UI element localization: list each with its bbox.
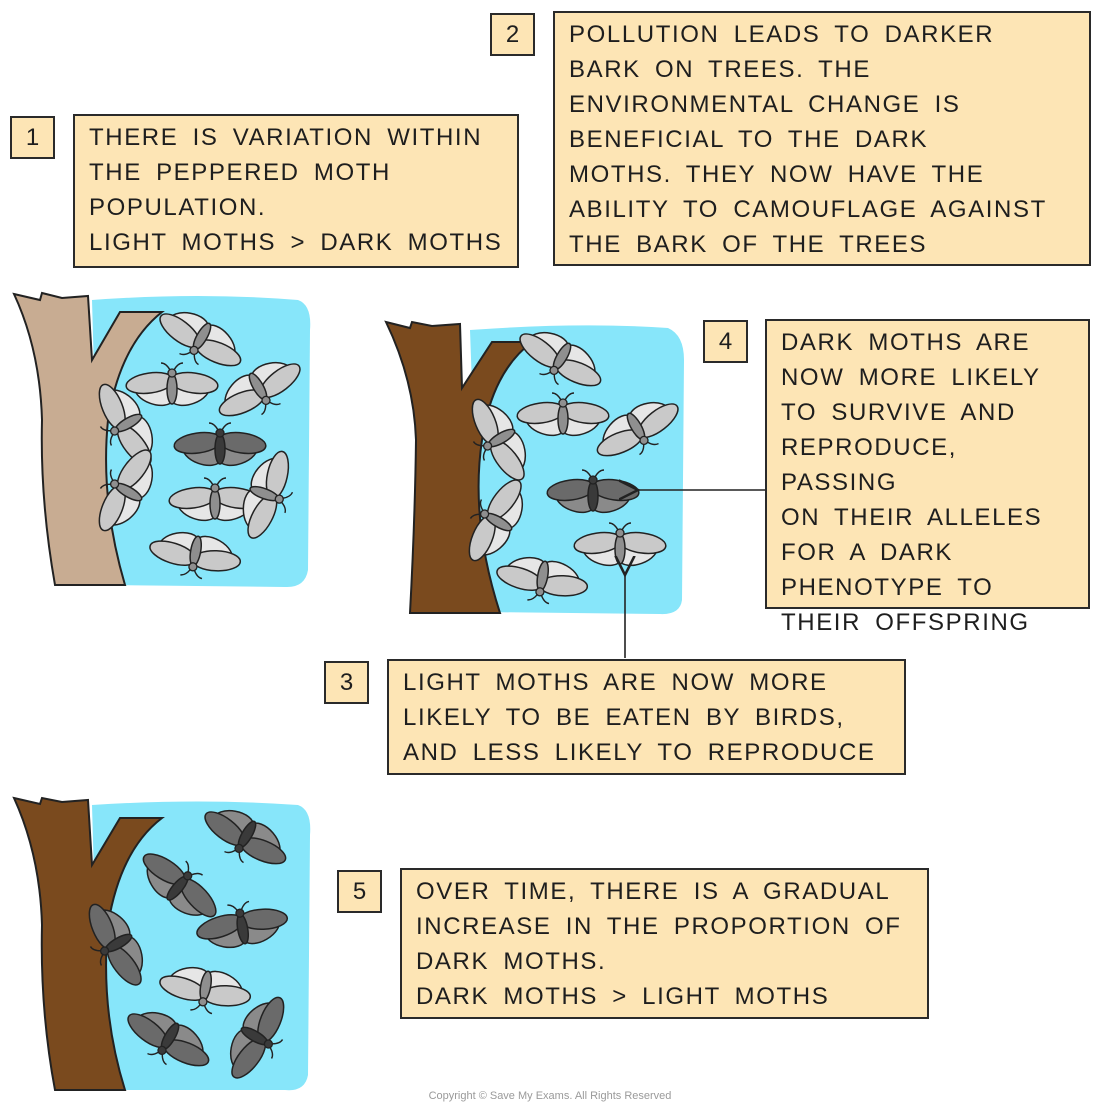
light-moth bbox=[98, 449, 154, 532]
light-moth bbox=[218, 361, 301, 417]
light-moth bbox=[471, 398, 527, 481]
panel-before-pollution bbox=[12, 291, 311, 588]
light-moth bbox=[242, 450, 294, 539]
dark-moth bbox=[196, 900, 289, 949]
dark-moth bbox=[88, 903, 144, 986]
step-4-text: DARK MOTHS ARE NOW MORE LIKELY TO SURVIV… bbox=[765, 319, 1090, 636]
light-moth bbox=[125, 362, 219, 407]
light-moth bbox=[496, 556, 589, 605]
step-3-text: LIGHT MOTHS ARE NOW MORE LIKELY TO BE EA… bbox=[387, 659, 906, 775]
step-5-number: 5 bbox=[337, 870, 382, 913]
step-2-number: 2 bbox=[490, 13, 535, 56]
dark-moth bbox=[142, 853, 217, 918]
step-2-text: POLLUTION LEADS TO DARKER BARK ON TREES.… bbox=[553, 11, 1091, 266]
light-moth bbox=[516, 392, 610, 437]
step-3-number: 3 bbox=[324, 661, 369, 704]
step-5-text: OVER TIME, THERE IS A GRADUAL INCREASE I… bbox=[400, 868, 929, 1019]
light-tree-trunk bbox=[12, 291, 165, 586]
light-moth bbox=[159, 966, 252, 1015]
step-1-text: THERE IS VARIATION WITHIN THE PEPPERED M… bbox=[73, 114, 519, 268]
moth-group bbox=[468, 331, 679, 605]
step-4-number: 4 bbox=[703, 320, 748, 363]
dark-tree-trunk bbox=[384, 320, 535, 614]
dark-moth bbox=[127, 1011, 210, 1067]
dark-tree-trunk bbox=[12, 796, 165, 1091]
panel-over-time bbox=[12, 796, 311, 1091]
light-moth bbox=[468, 479, 524, 562]
light-moth bbox=[596, 401, 679, 457]
light-moth bbox=[519, 331, 602, 387]
copyright-notice: Copyright © Save My Exams. All Rights Re… bbox=[428, 1090, 672, 1102]
step-1-number: 1 bbox=[10, 116, 55, 159]
light-moth bbox=[149, 531, 242, 580]
panel-after-pollution bbox=[384, 320, 684, 615]
moth-group bbox=[98, 311, 301, 580]
moth-group bbox=[88, 809, 289, 1079]
dark-moth bbox=[229, 996, 285, 1079]
dark-moth bbox=[173, 422, 267, 467]
dark-moth bbox=[204, 809, 287, 865]
light-moth bbox=[159, 311, 242, 367]
